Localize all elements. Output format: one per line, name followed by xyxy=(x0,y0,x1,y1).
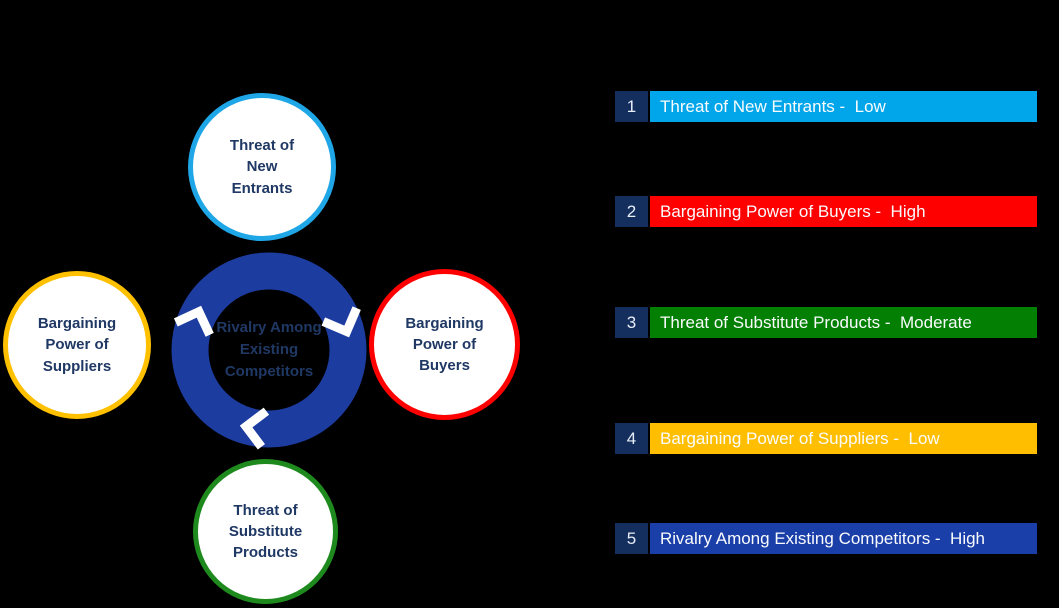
legend-bar-buyers: Bargaining Power of Buyers - High xyxy=(650,196,1037,227)
legend-number-badge: 5 xyxy=(615,523,648,554)
ring-arrow-notch-left xyxy=(173,305,214,337)
force-label-substitutes: Threat of Substitute Products xyxy=(228,501,303,562)
legend-bar-new-entrants: Threat of New Entrants - Low xyxy=(650,91,1037,122)
rivalry-ring xyxy=(171,252,367,450)
legend-bar-substitutes: Threat of Substitute Products - Moderate xyxy=(650,307,1037,338)
force-circle-new-entrants: Threat of New Entrants xyxy=(188,93,336,241)
legend-bar-rivalry: Rivalry Among Existing Competitors - Hig… xyxy=(650,523,1037,554)
force-label-buyers: Bargaining Power of Buyers xyxy=(405,314,484,375)
force-circle-suppliers: Bargaining Power of Suppliers xyxy=(3,271,151,419)
legend-bar-suppliers: Bargaining Power of Suppliers - Low xyxy=(650,423,1037,454)
ring-arrow-notch-bottom xyxy=(239,407,270,450)
legend-number-badge: 2 xyxy=(615,196,648,227)
force-circle-buyers: Bargaining Power of Buyers xyxy=(369,269,520,420)
ring-arrow-notch-top-right xyxy=(321,306,361,338)
legend-number-badge: 4 xyxy=(615,423,648,454)
rivalry-center-label: Rivalry Among Existing Competitors xyxy=(216,319,322,380)
legend-number-badge: 3 xyxy=(615,307,648,338)
legend-number-badge: 1 xyxy=(615,91,648,122)
force-label-new-entrants: Threat of New Entrants xyxy=(229,137,295,197)
force-circle-substitutes: Threat of Substitute Products xyxy=(193,459,338,604)
force-label-suppliers: Bargaining Power of Suppliers xyxy=(37,315,117,375)
rivalry-ring-circle xyxy=(171,252,367,448)
